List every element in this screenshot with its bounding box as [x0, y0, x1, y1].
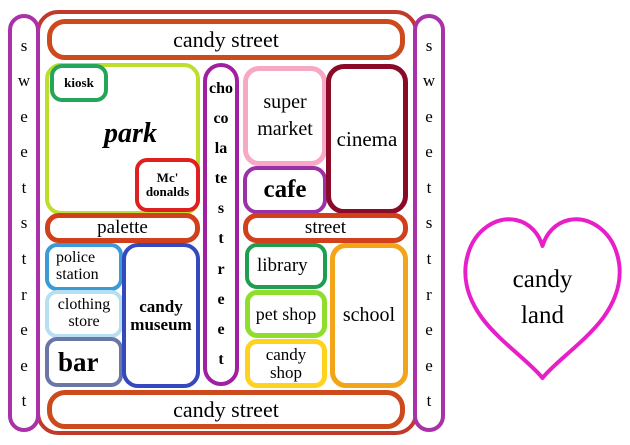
street-candy-top-label: candy street [173, 26, 279, 52]
street-letter: s [425, 213, 433, 233]
place-school[interactable]: school [330, 243, 408, 388]
street-letter: co [213, 110, 229, 128]
place-mcdonalds[interactable]: Mc' donalds [135, 158, 200, 212]
street-letter: t [218, 230, 224, 248]
street-letter: te [214, 170, 228, 188]
place-police-station[interactable]: police station [45, 243, 123, 291]
street-letter: e [425, 142, 433, 162]
place-library-label: library [257, 255, 308, 277]
place-cinema[interactable]: cinema [326, 64, 408, 214]
landmark-line1: candy [512, 265, 573, 293]
place-bar[interactable]: bar [45, 337, 123, 387]
landmark-candy-land-heart[interactable]: candy land [460, 196, 625, 386]
street-letter: e [217, 320, 225, 338]
street-letter: r [21, 284, 27, 304]
place-kiosk[interactable]: kiosk [50, 64, 108, 102]
street-letter: s [20, 213, 28, 233]
place-cinema-label: cinema [336, 126, 398, 151]
street-letter: w [17, 71, 31, 91]
place-mcdonalds-line1: Mc' [156, 170, 179, 186]
place-school-label: school [342, 304, 396, 326]
place-candy-shop-line2: shop [269, 362, 303, 382]
place-candy-museum-line2: museum [130, 314, 192, 334]
street-middle-right-label: street [304, 217, 347, 239]
place-candy-museum[interactable]: candy museum [122, 243, 200, 388]
street-letter: r [426, 284, 432, 304]
place-clothing-store-line1: clothing [57, 296, 111, 314]
place-bar-label: bar [58, 346, 99, 377]
street-letter: s [20, 35, 28, 55]
street-letter: t [21, 177, 27, 197]
place-supermarket[interactable]: super market [243, 66, 327, 166]
place-park-label: park [104, 118, 157, 150]
street-letter: e [20, 355, 28, 375]
place-pet-shop[interactable]: pet shop [245, 290, 327, 338]
place-clothing-store[interactable]: clothing store [45, 290, 123, 338]
street-letter: e [20, 142, 28, 162]
street-letter: s [425, 35, 433, 55]
street-candy-top[interactable]: candy street [47, 19, 405, 60]
place-police-station-line2: station [56, 266, 99, 283]
street-letter: e [425, 320, 433, 340]
place-pet-shop-label: pet shop [255, 303, 317, 324]
place-supermarket-line2: market [257, 118, 313, 140]
street-palette[interactable]: palette [45, 213, 200, 243]
street-letter: w [422, 71, 436, 91]
street-chocolate[interactable]: cho co la te s t r e e t [203, 63, 239, 386]
landmark-candy-land-text: candy land [513, 262, 573, 335]
street-letter: t [218, 350, 224, 368]
street-letter: t [426, 177, 432, 197]
landmark-line2: land [520, 302, 565, 329]
street-letter: t [426, 249, 432, 269]
street-letter: s [217, 200, 225, 218]
place-cafe-label: cafe [263, 175, 307, 203]
street-letter: e [20, 106, 28, 126]
street-candy-bottom-label: candy street [173, 396, 279, 422]
place-supermarket-line1: super [263, 91, 307, 113]
street-letter: e [217, 290, 225, 308]
street-letter: e [425, 355, 433, 375]
street-middle-right[interactable]: street [243, 213, 408, 243]
street-letter: la [214, 140, 228, 158]
place-police-station-line1: police [56, 249, 96, 267]
street-letter: r [217, 260, 225, 278]
street-letter: cho [209, 80, 233, 98]
street-palette-label: palette [97, 217, 148, 239]
place-kiosk-label: kiosk [64, 75, 94, 91]
street-sweet-right[interactable]: s w e e t s t r e e t [413, 14, 445, 432]
street-letter: t [426, 391, 432, 411]
place-candy-shop-line1: candy [265, 344, 307, 364]
street-candy-bottom[interactable]: candy street [47, 390, 405, 429]
place-mcdonalds-line2: donalds [145, 184, 190, 199]
street-letter: t [21, 391, 27, 411]
street-letter: e [20, 320, 28, 340]
place-clothing-store-line2: store [68, 313, 100, 330]
place-library[interactable]: library [245, 243, 327, 289]
street-letter: e [425, 106, 433, 126]
place-candy-shop[interactable]: candy shop [245, 339, 327, 388]
place-candy-museum-line1: candy [139, 296, 183, 316]
heart-icon [463, 217, 622, 380]
place-cafe[interactable]: cafe [243, 166, 327, 214]
street-letter: t [21, 249, 27, 269]
street-sweet-left[interactable]: s w e e t s t r e e t [8, 14, 40, 432]
